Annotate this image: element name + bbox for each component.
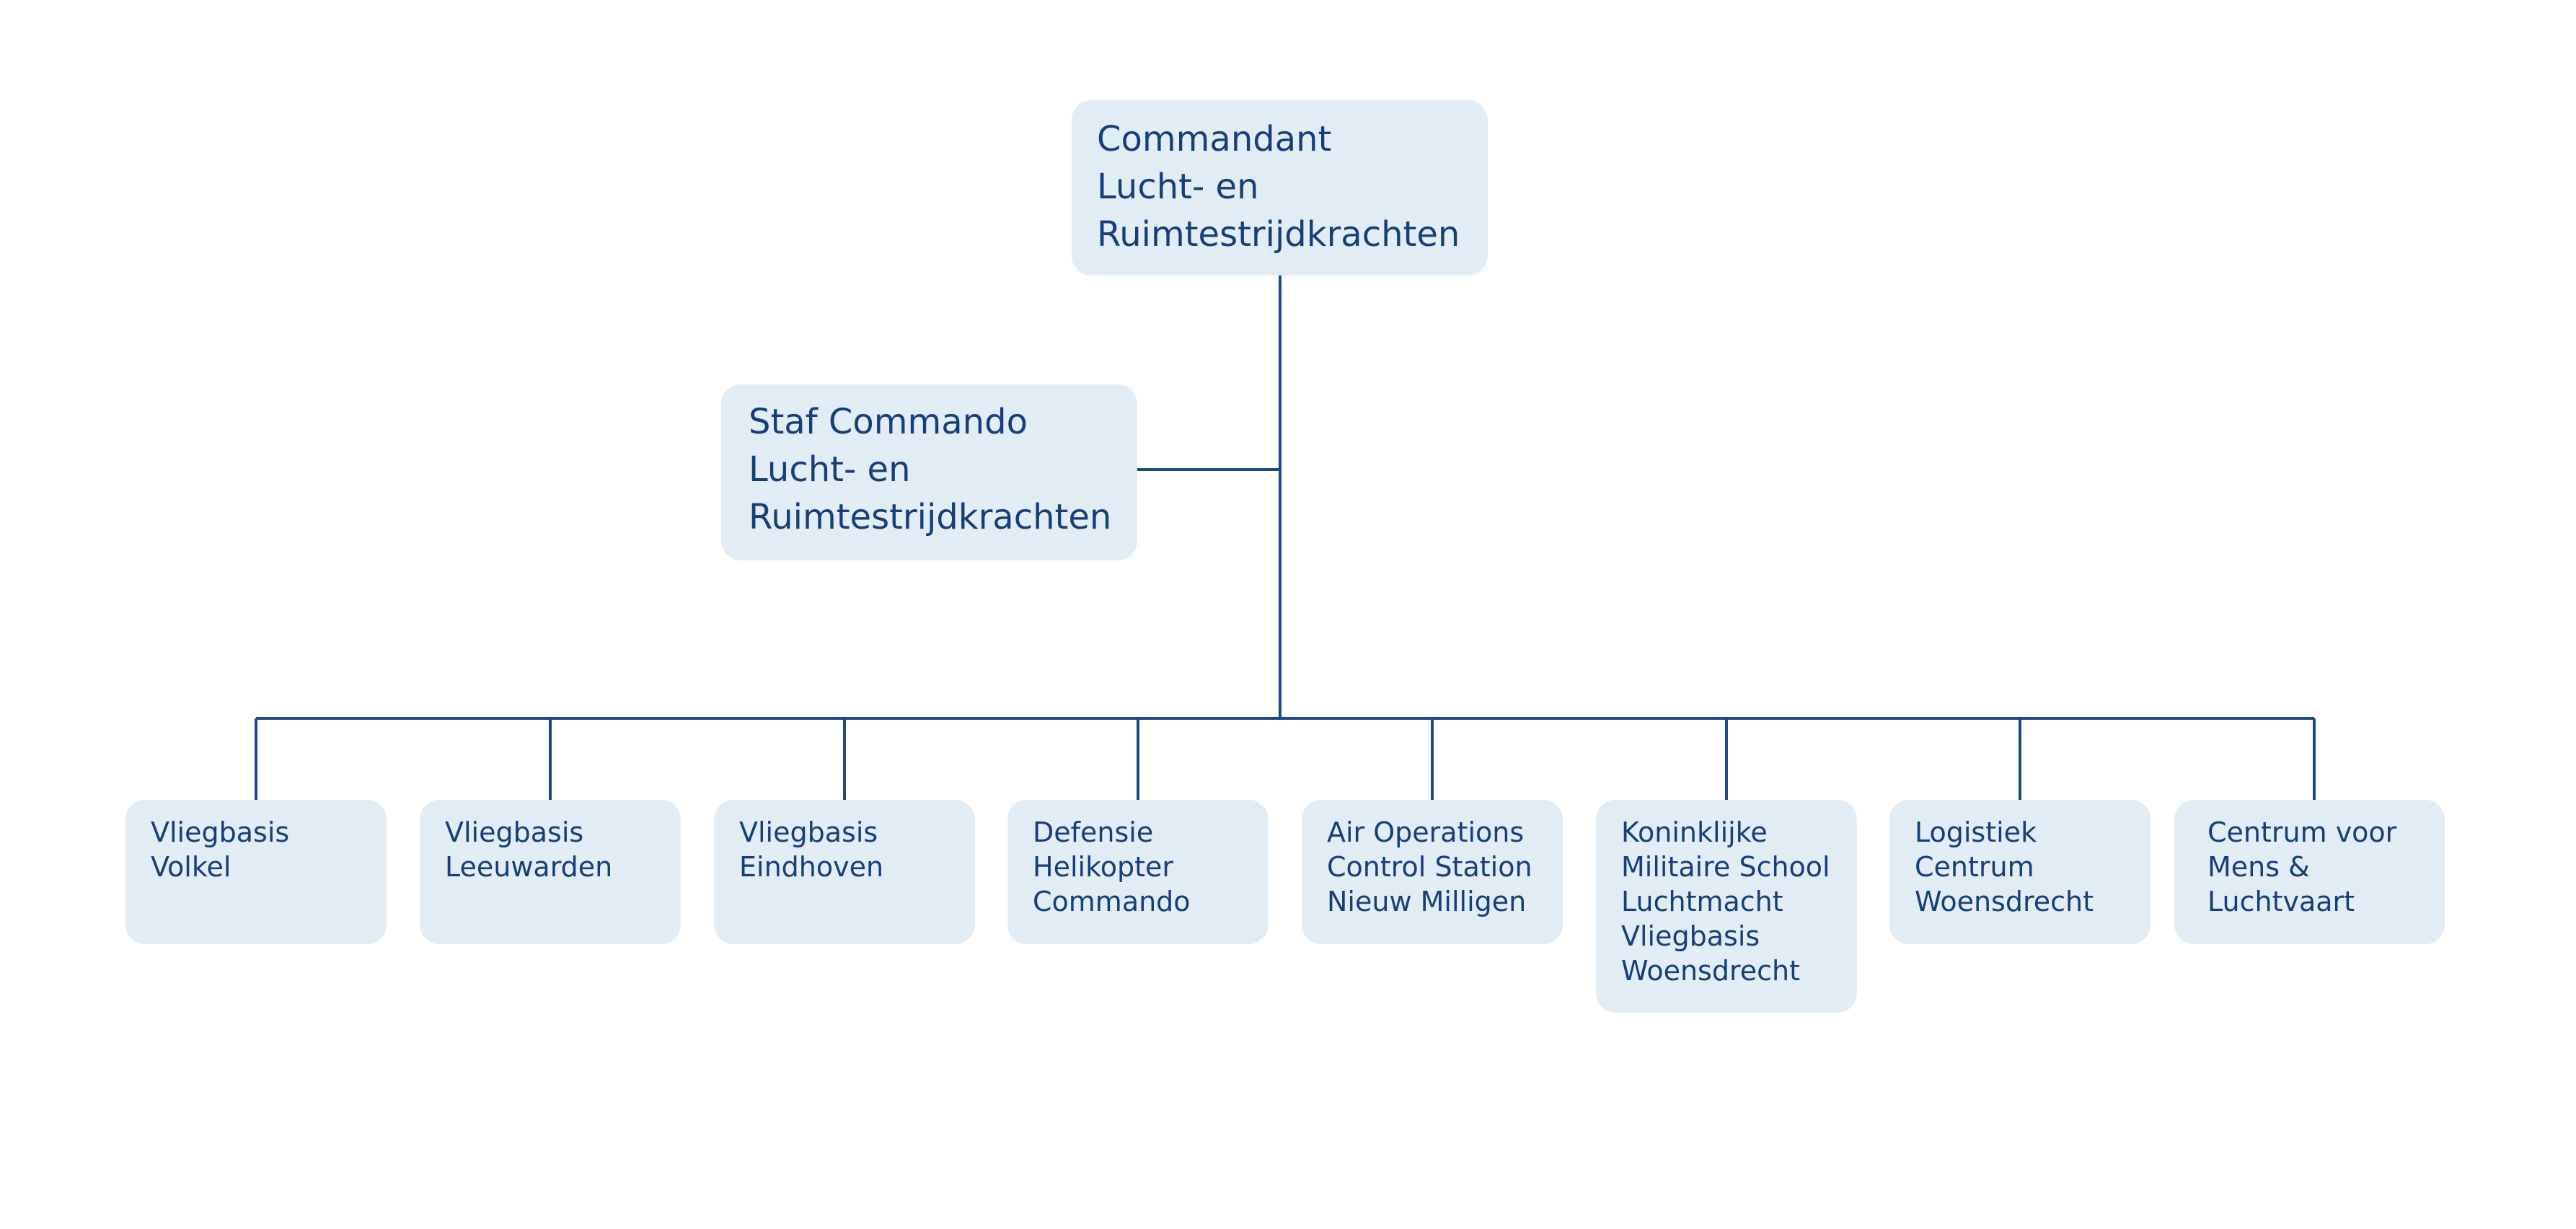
unit-label: Vliegbasis Volkel (151, 816, 290, 883)
unit-label: Vliegbasis Leeuwarden (445, 816, 613, 883)
unit-box-helikopter-commando: Defensie Helikopter Commando (1007, 800, 1269, 944)
unit-box-volkel: Vliegbasis Volkel (125, 800, 387, 944)
unit-label: Centrum voor Mens & Luchtvaart (2207, 816, 2397, 917)
unit-label: Koninklijke Militaire School Luchtmacht … (1621, 816, 1830, 987)
unit-label: Air Operations Control Station Nieuw Mil… (1327, 816, 1532, 917)
unit-box-leeuwarden: Vliegbasis Leeuwarden (420, 800, 681, 944)
unit-box-mens-luchtvaart: Centrum voor Mens & Luchtvaart (2174, 800, 2445, 944)
unit-label: Logistiek Centrum Woensdrecht (1915, 816, 2094, 917)
unit-box-air-operations: Air Operations Control Station Nieuw Mil… (1302, 800, 1563, 944)
unit-box-logistiek-centrum: Logistiek Centrum Woensdrecht (1889, 800, 2151, 944)
staff-box: Staf Commando Lucht- en Ruimtestrijdkrac… (721, 384, 1137, 560)
staff-label: Staf Commando Lucht- en Ruimtestrijdkrac… (749, 402, 1112, 537)
commander-label: Commandant Lucht- en Ruimtestrijdkrachte… (1097, 119, 1460, 255)
unit-label: Defensie Helikopter Commando (1033, 816, 1191, 917)
commander-box: Commandant Lucht- en Ruimtestrijdkrachte… (1072, 100, 1488, 276)
unit-box-eindhoven: Vliegbasis Eindhoven (714, 800, 975, 944)
unit-label: Vliegbasis Eindhoven (739, 816, 884, 883)
unit-box-militaire-school: Koninklijke Militaire School Luchtmacht … (1596, 800, 1857, 1013)
